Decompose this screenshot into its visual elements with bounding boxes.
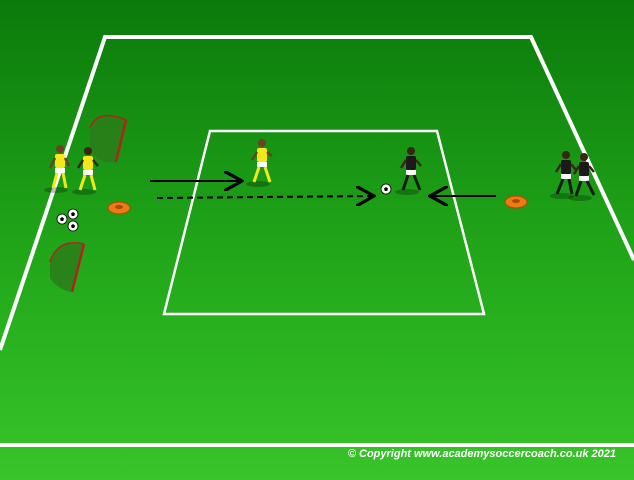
- soccer-ball-icon: [380, 183, 392, 195]
- cone-icon: [107, 201, 131, 215]
- soccer-ball-icon: [56, 213, 68, 225]
- player-icon: [72, 147, 99, 195]
- soccer-ball-icon: [67, 208, 79, 220]
- player-icon: [550, 151, 577, 199]
- player-icon: [44, 145, 71, 193]
- player-icon: [395, 147, 422, 195]
- mini-goal-top-left: [89, 114, 128, 163]
- outer-field-boundary: [0, 35, 634, 351]
- mini-goal-bottom-left: [49, 242, 86, 293]
- inner-playing-area: [162, 129, 486, 316]
- soccer-ball-icon: [67, 220, 79, 232]
- player-icon: [246, 139, 273, 187]
- pass-arrow-dashed: [156, 196, 372, 198]
- cone-icon: [504, 195, 528, 209]
- copyright-text: © Copyright www.academysoccercoach.co.uk…: [347, 448, 616, 460]
- player-icon: [568, 153, 596, 201]
